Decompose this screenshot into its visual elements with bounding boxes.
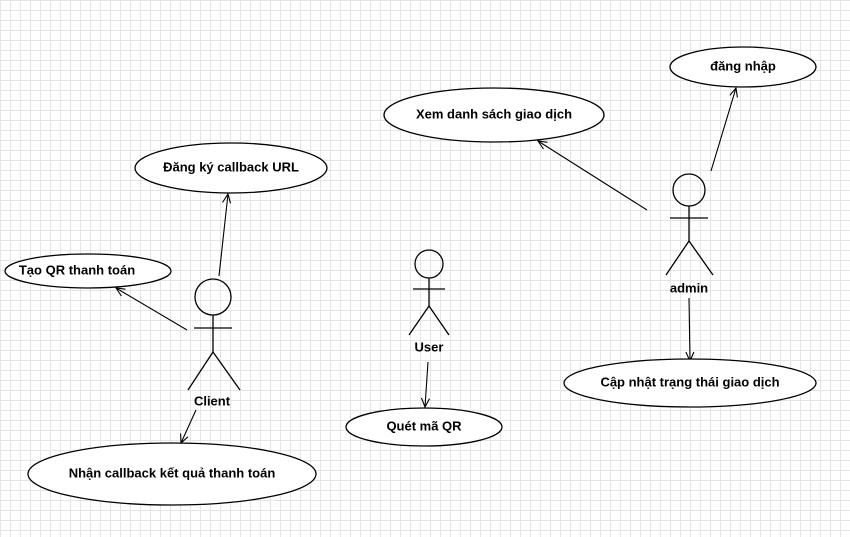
actor-right-leg <box>428 305 450 336</box>
use-case-label: Quét mã QR <box>386 418 462 433</box>
use-case-xem-danh-sach[interactable]: Xem danh sách giao dịch <box>383 87 605 143</box>
actor-right-leg <box>688 240 714 276</box>
actor-label: admin <box>670 280 708 295</box>
actor-label: User <box>415 339 444 354</box>
use-case-dang-ky-callback[interactable]: Đăng ký callback URL <box>134 142 328 194</box>
actor-head <box>672 173 706 207</box>
actor-user[interactable]: User <box>408 249 450 354</box>
use-case-label: Cập nhật trạng thái giao dịch <box>600 374 779 389</box>
actor-label: Client <box>194 393 231 408</box>
use-case-dang-nhap[interactable]: đăng nhập <box>669 46 817 88</box>
actor-head <box>194 278 232 316</box>
use-case-tao-qr[interactable]: Tạo QR thanh toán <box>4 253 172 289</box>
use-case-quet-ma-qr[interactable]: Quét mã QR <box>345 407 503 447</box>
actor-right-leg <box>212 351 241 391</box>
actor-admin[interactable]: admin <box>665 173 714 295</box>
actor-left-leg <box>665 240 690 276</box>
use-case-label: đăng nhập <box>710 58 776 73</box>
use-case-nhan-callback[interactable]: Nhận callback kết quả thanh toán <box>27 442 317 506</box>
association-client-nhan-callback <box>180 409 197 445</box>
association-client-dang-ky-callback <box>218 192 232 277</box>
use-case-label: Nhận callback kết quả thanh toán <box>69 465 276 480</box>
association-admin-dang-nhap <box>710 86 738 172</box>
actor-head <box>414 249 444 279</box>
use-case-label: Xem danh sách giao dịch <box>416 106 572 121</box>
actor-client[interactable]: Client <box>187 278 241 408</box>
use-case-cap-nhat[interactable]: Cập nhật trạng thái giao dịch <box>563 358 817 408</box>
association-user-quet-ma-qr <box>420 361 430 409</box>
actor-left-leg <box>408 305 430 336</box>
actor-left-leg <box>187 351 214 391</box>
association-admin-xem-danh-sach <box>536 140 648 211</box>
association-client-tao-qr <box>114 287 188 331</box>
association-admin-cap-nhat <box>685 297 695 363</box>
use-case-label: Đăng ký callback URL <box>163 159 299 174</box>
use-case-label: Tạo QR thanh toán <box>19 262 135 277</box>
